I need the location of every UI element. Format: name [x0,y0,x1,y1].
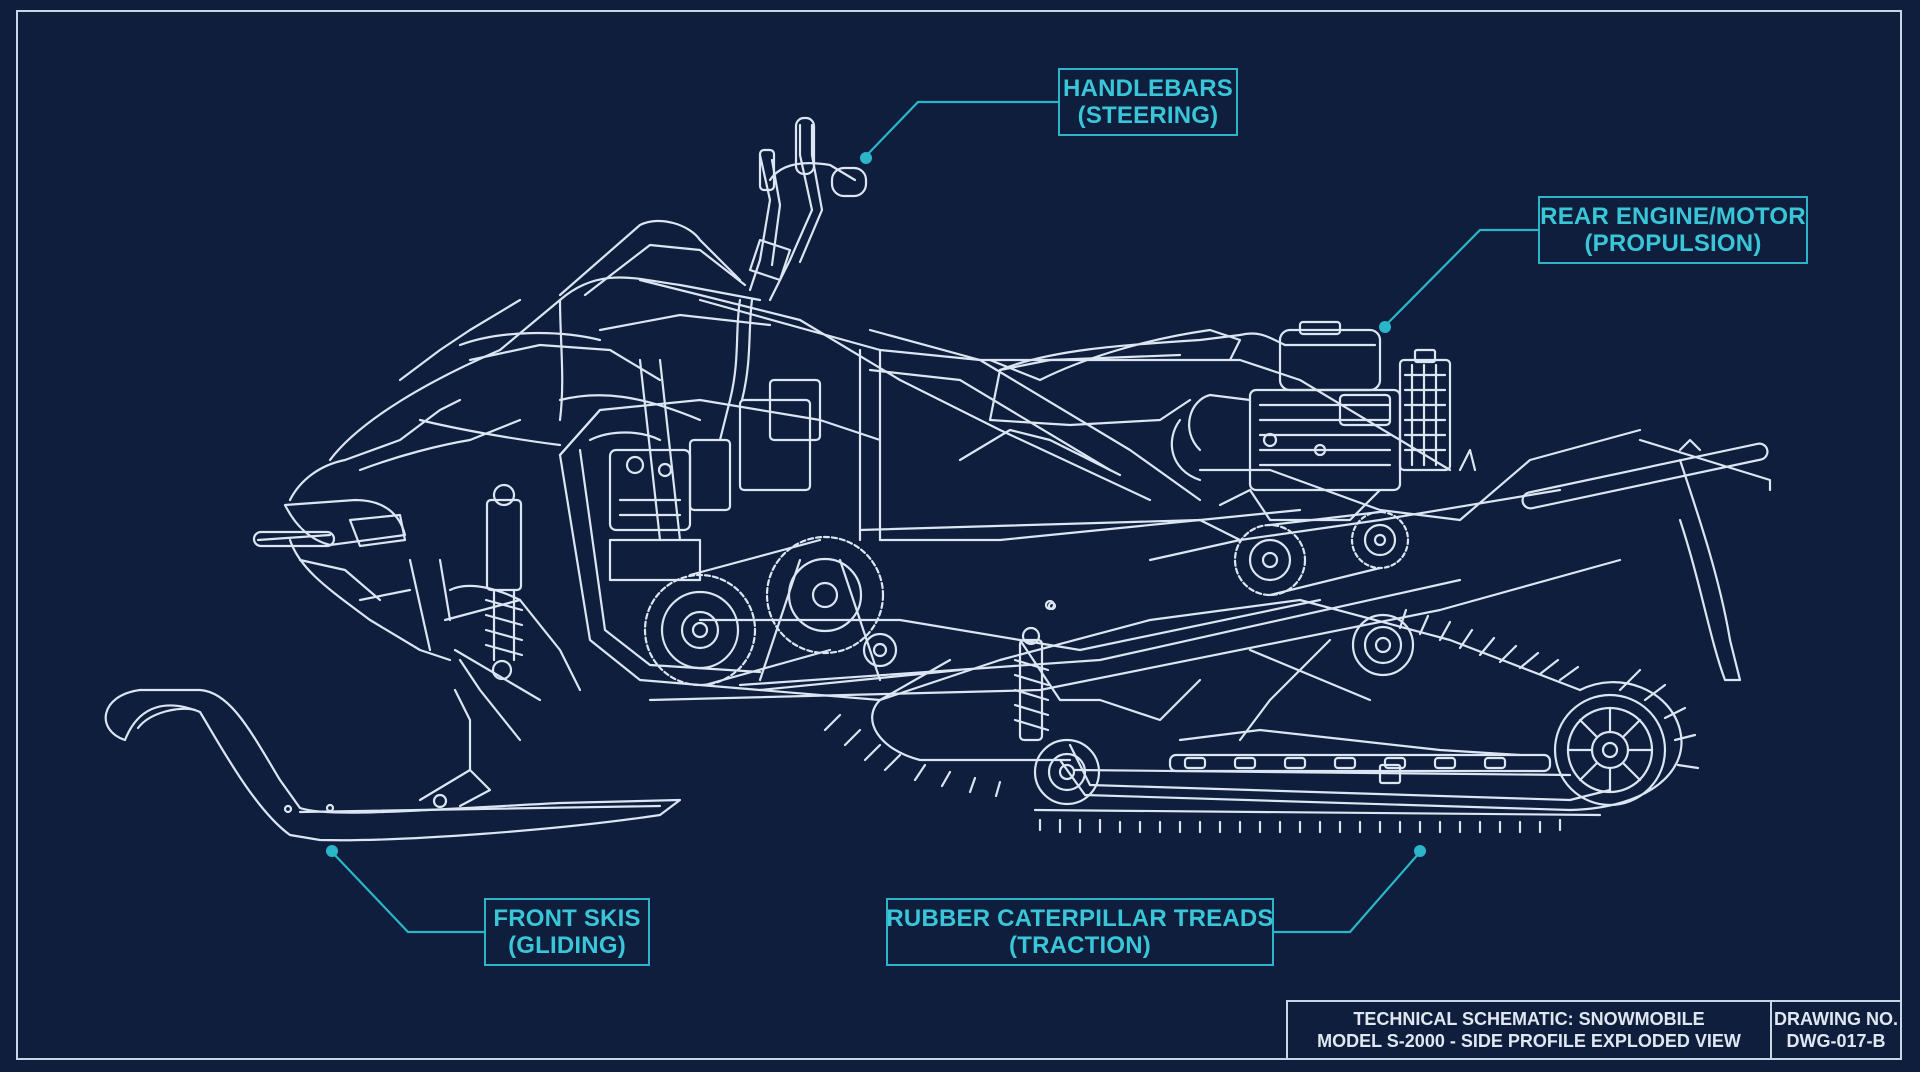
title-block-line-2: MODEL S-2000 - SIDE PROFILE EXPLODED VIE… [1317,1031,1741,1051]
front-ski-drawing [104,688,682,842]
rear-engine-drawing [1170,320,1452,522]
drawing-number-value: DWG-017-B [1786,1031,1886,1051]
front-skis-callout-title: FRONT SKIS [493,905,641,932]
front-engine-block-drawing [558,378,822,582]
treads-callout-dot [1414,845,1426,857]
title-block-description: TECHNICAL SCHEMATIC: SNOWMOBILE MODEL S-… [1288,1002,1772,1058]
rear-engine-callout-title: REAR ENGINE/MOTOR [1540,203,1806,230]
treads-leader-line [1274,851,1421,934]
engine-callout-dot [1379,321,1391,333]
title-block-line-1: TECHNICAL SCHEMATIC: SNOWMOBILE [1353,1009,1705,1029]
skis-leader-line [331,851,484,934]
treads-callout-title: RUBBER CATERPILLAR TREADS [886,905,1274,932]
handlebars-callout-title: HANDLEBARS [1063,75,1233,102]
caterpillar-track-drawing [823,598,1700,834]
handlebars-callout-dot [860,152,872,164]
drawing-number-cell: DRAWING NO. DWG-017-B [1772,1002,1900,1058]
skis-callout-dot [326,845,338,857]
handlebars-callout-subtitle: (STEERING) [1077,102,1219,129]
hood-body-drawing [252,220,772,662]
engine-leader-line [1384,228,1538,327]
rear-engine-callout: REAR ENGINE/MOTOR (PROPULSION) [1538,196,1808,264]
seat-tunnel-drawing [648,332,1622,702]
handlebars-leader-line [865,100,1058,157]
chassis-frame-drawing [558,278,1642,692]
front-skis-callout: FRONT SKIS (GLIDING) [484,898,650,966]
treads-callout-subtitle: (TRACTION) [1009,932,1151,959]
title-block: TECHNICAL SCHEMATIC: SNOWMOBILE MODEL S-… [1286,1000,1902,1060]
drawing-number-label: DRAWING NO. [1774,1009,1898,1029]
drawing-border [16,10,1902,1060]
rear-drive-belt-drawing [1198,510,1410,597]
handlebars-callout: HANDLEBARS (STEERING) [1058,68,1238,136]
treads-callout: RUBBER CATERPILLAR TREADS (TRACTION) [886,898,1274,966]
handlebars-drawing [718,116,868,442]
primary-drive-pulleys-drawing [643,535,1056,702]
front-suspension-drawing [443,483,582,772]
rear-engine-callout-subtitle: (PROPULSION) [1584,230,1762,257]
rear-suspension-drawing [1013,438,1772,757]
front-skis-callout-subtitle: (GLIDING) [508,932,626,959]
